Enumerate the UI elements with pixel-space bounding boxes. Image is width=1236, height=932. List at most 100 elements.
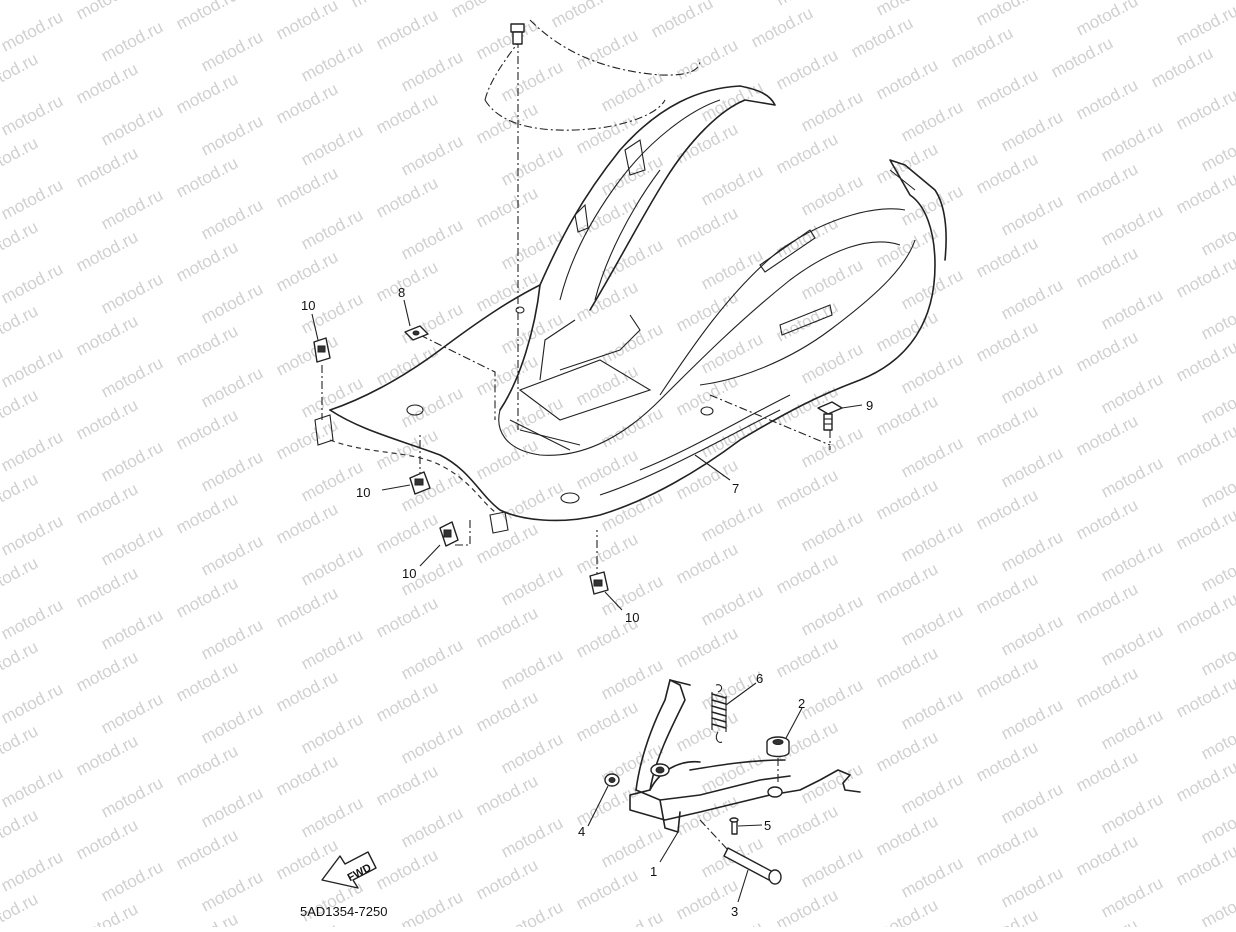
diagram-code: 5AD1354-7250 xyxy=(300,904,387,919)
watermark-text: motod.ru xyxy=(398,215,466,263)
watermark-text: motod.ru xyxy=(1198,799,1236,847)
watermark-text: motod.ru xyxy=(298,793,366,841)
watermark-text: motod.ru xyxy=(473,435,541,483)
watermark-text: motod.ru xyxy=(0,511,66,559)
watermark-text: motod.ru xyxy=(198,447,266,495)
watermark-text: motod.ru xyxy=(173,573,241,621)
watermark-text: motod.ru xyxy=(98,773,166,821)
watermark-text: motod.ru xyxy=(173,153,241,201)
watermark-text: motod.ru xyxy=(373,425,441,473)
watermark-text: motod.ru xyxy=(473,183,541,231)
watermark-text: motod.ru xyxy=(773,45,841,93)
watermark-text: motod.ru xyxy=(273,163,341,211)
callout-7: 7 xyxy=(732,481,739,496)
watermark-text: motod.ru xyxy=(398,887,466,927)
watermark-text: motod.ru xyxy=(898,265,966,313)
watermark-text: motod.ru xyxy=(898,349,966,397)
callout-labels: 10 8 9 7 10 10 10 6 2 4 5 1 3 xyxy=(301,285,873,919)
watermark-text: motod.ru xyxy=(698,497,766,545)
watermark-text: motod.ru xyxy=(1098,369,1166,417)
watermark-text: motod.ru xyxy=(973,821,1041,869)
watermark-text: motod.ru xyxy=(198,615,266,663)
watermark-text: motod.ru xyxy=(998,107,1066,155)
watermark-text: motod.ru xyxy=(0,805,41,853)
watermark-text: motod.ru xyxy=(1073,327,1141,375)
watermark-text: motod.ru xyxy=(998,275,1066,323)
watermark-text: motod.ru xyxy=(0,847,66,895)
watermark-text: motod.ru xyxy=(798,759,866,807)
watermark-text: motod.ru xyxy=(898,517,966,565)
watermark-text: motod.ru xyxy=(0,679,66,727)
watermark-text: motod.ru xyxy=(448,0,516,22)
watermark-text: motod.ru xyxy=(1073,747,1141,795)
watermark-text: motod.ru xyxy=(98,269,166,317)
watermark-text: motod.ru xyxy=(998,191,1066,239)
watermark-text: motod.ru xyxy=(1098,285,1166,333)
watermark-text: motod.ru xyxy=(773,297,841,345)
watermark-text: motod.ru xyxy=(98,521,166,569)
watermark-text: motod.ru xyxy=(773,465,841,513)
watermark-text: motod.ru xyxy=(198,531,266,579)
watermark-text: motod.ru xyxy=(398,467,466,515)
watermark-text: motod.ru xyxy=(98,605,166,653)
watermark-text: motod.ru xyxy=(898,853,966,901)
watermark-text: motod.ru xyxy=(1073,831,1141,879)
watermark-text: motod.ru xyxy=(773,549,841,597)
watermark-text: motod.ru xyxy=(398,47,466,95)
watermark-text: motod.ru xyxy=(1073,495,1141,543)
watermark-text: motod.ru xyxy=(1098,873,1166,921)
watermark-text: motod.ru xyxy=(1098,453,1166,501)
watermark-text: motod.ru xyxy=(773,129,841,177)
watermark-text: motod.ru xyxy=(798,591,866,639)
watermark-text: motod.ru xyxy=(498,561,566,609)
watermark-text: motod.ru xyxy=(0,763,66,811)
watermark-text: motod.ru xyxy=(0,427,66,475)
watermark-text: motod.ru xyxy=(598,319,666,367)
watermark-text: motod.ru xyxy=(548,0,616,32)
watermark-text: motod.ru xyxy=(298,373,366,421)
callout-10-d: 10 xyxy=(625,610,639,625)
watermark-text: motod.ru xyxy=(873,727,941,775)
watermark-text: motod.ru xyxy=(1173,421,1236,469)
watermark-text: motod.ru xyxy=(1173,169,1236,217)
watermark-text: motod.ru xyxy=(1173,673,1236,721)
watermark-text: motod.ru xyxy=(373,257,441,305)
watermark-text: motod.ru xyxy=(198,363,266,411)
watermark-text: motod.ru xyxy=(1098,117,1166,165)
watermark-text: motod.ru xyxy=(0,7,66,55)
watermark-text: motod.ru xyxy=(573,25,641,73)
watermark-text: motod.ru xyxy=(1198,127,1236,175)
watermark-text: motod.ru xyxy=(198,195,266,243)
watermark-text: motod.ru xyxy=(298,205,366,253)
watermark-text: motod.ru xyxy=(0,91,66,139)
watermark-text: motod.ru xyxy=(198,27,266,75)
watermark-text: motod.ru xyxy=(1198,211,1236,259)
watermark-text: motod.ru xyxy=(1198,547,1236,595)
watermark-text: motod.ru xyxy=(873,55,941,103)
spring-part-6 xyxy=(711,684,727,743)
stopper-part-2 xyxy=(766,736,790,785)
watermark-text: motod.ru xyxy=(898,769,966,817)
watermark-text: motod.ru xyxy=(0,133,41,181)
watermark-text: motod.ru xyxy=(873,139,941,187)
watermark-text: motod.ru xyxy=(673,203,741,251)
watermark-text: motod.ru xyxy=(73,311,141,359)
watermark-text: motod.ru xyxy=(0,553,41,601)
watermark-text: motod.ru xyxy=(973,317,1041,365)
watermark-text: motod.ru xyxy=(473,15,541,63)
nut-part-8 xyxy=(404,325,429,341)
watermark-text: motod.ru xyxy=(648,0,716,42)
watermark-text: motod.ru xyxy=(598,487,666,535)
pin-part-5 xyxy=(729,817,739,835)
watermark-text: motod.ru xyxy=(1073,243,1141,291)
watermark-text: motod.ru xyxy=(573,865,641,913)
watermark-text: motod.ru xyxy=(873,643,941,691)
watermark-text: motod.ru xyxy=(1098,705,1166,753)
watermark-text: motod.ru xyxy=(398,299,466,347)
watermark-text: motod.ru xyxy=(298,625,366,673)
watermark-text: motod.ru xyxy=(998,863,1066,911)
watermark-text: motod.ru xyxy=(173,237,241,285)
watermark-text: motod.ru xyxy=(873,559,941,607)
watermark-text: motod.ru xyxy=(973,401,1041,449)
